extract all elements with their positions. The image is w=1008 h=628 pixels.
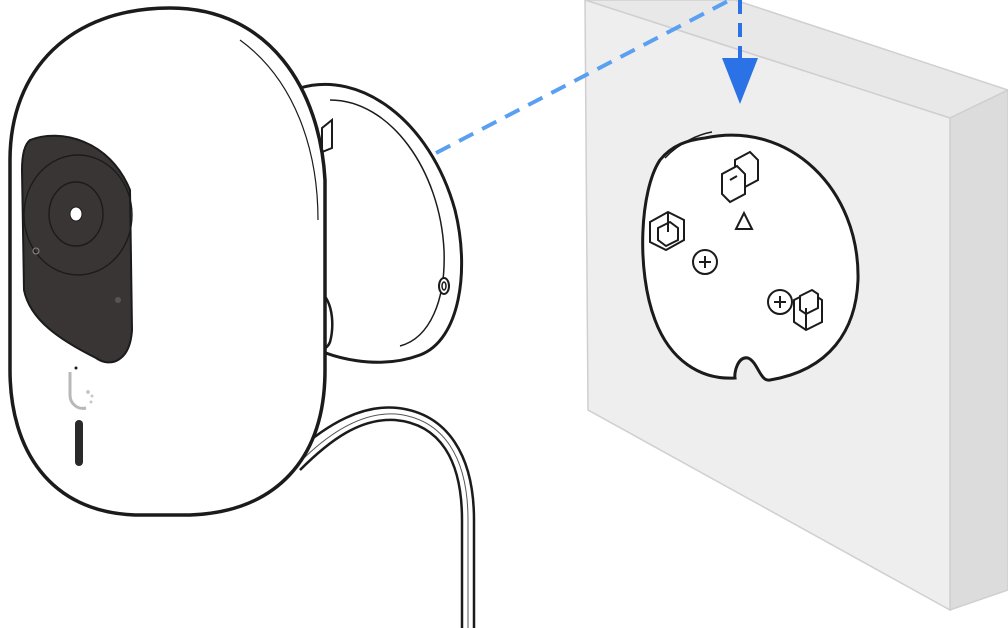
cable-outer (300, 420, 462, 628)
camera-status-led (75, 420, 83, 466)
cable-inner (296, 407, 474, 628)
screw-icon (768, 290, 792, 314)
screw-icon (693, 250, 717, 274)
camera (10, 8, 325, 515)
wall-side (950, 90, 1008, 610)
camera-sensor-icon (115, 297, 121, 303)
camera-lens-icon (70, 207, 82, 221)
cable (296, 407, 474, 628)
bracket-screw-hole-icon (439, 278, 449, 294)
